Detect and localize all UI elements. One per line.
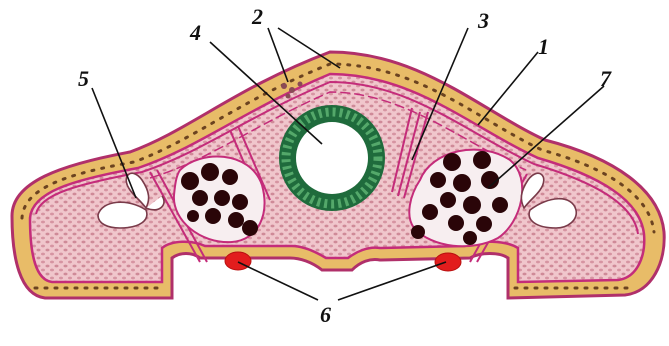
label-5: 5 xyxy=(78,66,89,91)
intestine-lumen xyxy=(296,122,368,194)
leader-line-1 xyxy=(478,52,538,125)
red-organ-right xyxy=(435,253,461,271)
label-7: 7 xyxy=(600,66,612,91)
red-organ-left xyxy=(225,252,251,270)
leader-line-6a xyxy=(238,262,318,300)
label-3: 3 xyxy=(477,8,489,33)
label-4: 4 xyxy=(189,20,201,45)
label-1: 1 xyxy=(538,34,549,59)
label-6: 6 xyxy=(320,302,331,327)
label-2: 2 xyxy=(251,4,263,29)
